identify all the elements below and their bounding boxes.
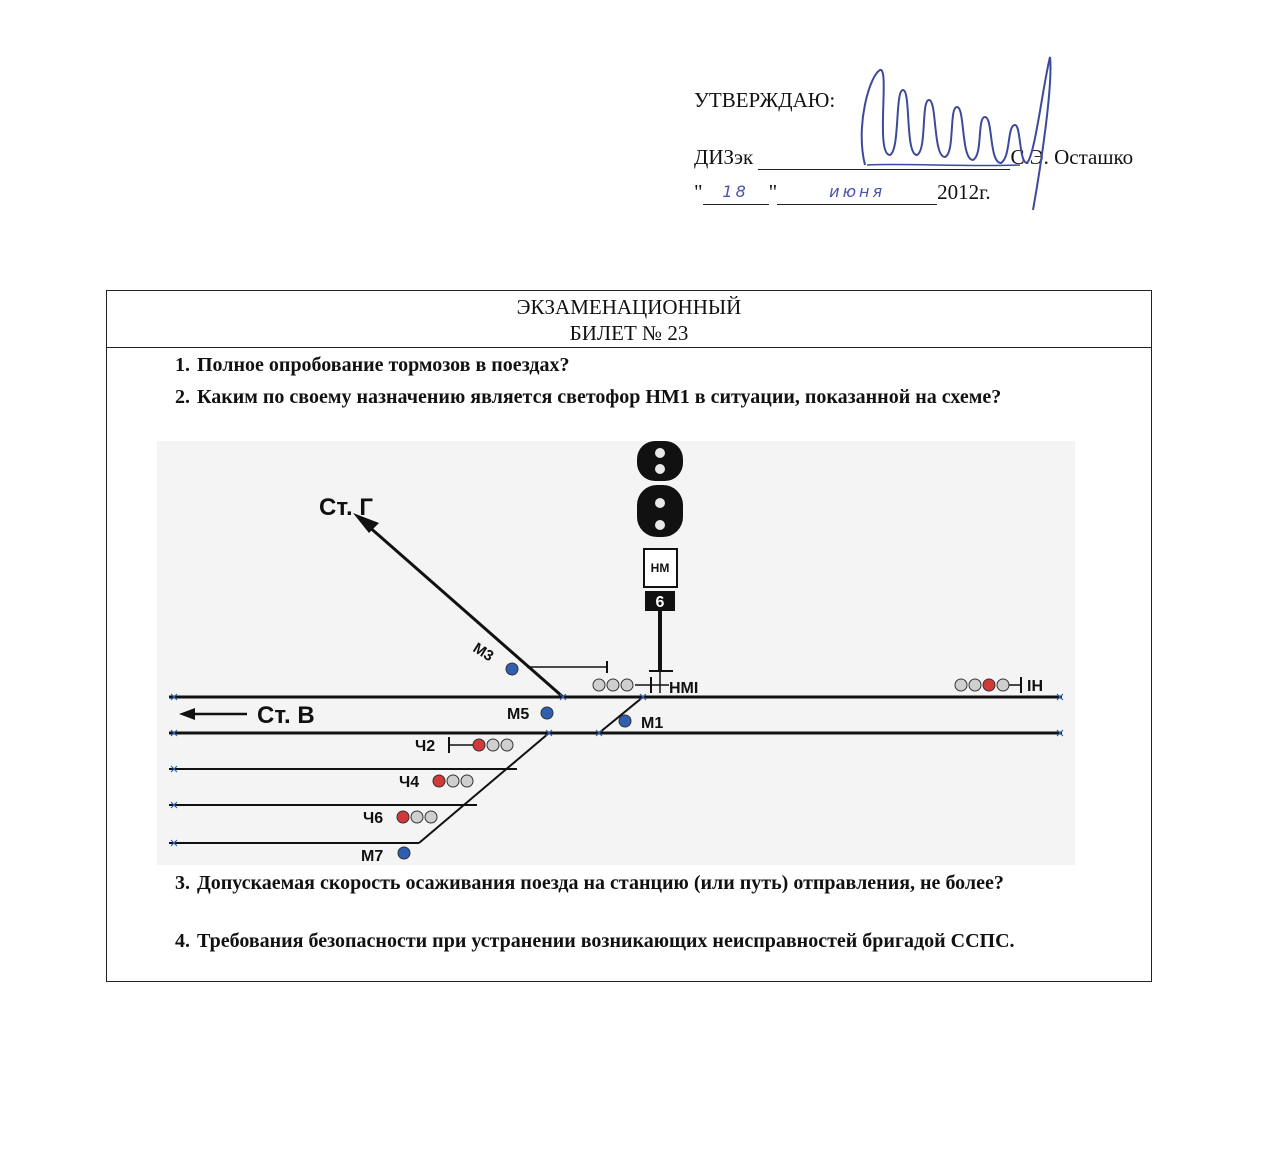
- signal-nm1-lenses: [592, 677, 652, 693]
- sign-number-label: 6: [656, 594, 665, 611]
- signal-nm1-label: НМI: [669, 680, 698, 697]
- question-4-number: 4.: [175, 930, 190, 952]
- signal-nm1-mast: [637, 441, 683, 693]
- signal-m7-label: М7: [361, 848, 383, 865]
- signal-m5-label: М5: [507, 706, 529, 723]
- m3-lens: [505, 662, 519, 676]
- signal-ch2-lenses: [448, 737, 514, 753]
- signal-in-label: IН: [1027, 678, 1043, 695]
- approval-position-line: ДИЗэк С.Э. Осташко: [694, 145, 1133, 170]
- signal-ch4-label: Ч4: [399, 774, 419, 791]
- signature-underline: [758, 147, 1011, 170]
- signal-ch2-label: Ч2: [415, 738, 435, 755]
- signal-ch6-lenses: [396, 810, 438, 824]
- ticket-title: ЭКЗАМЕНАЦИОННЫЙ: [516, 295, 742, 319]
- signal-in-lenses: [954, 677, 1022, 693]
- ticket-number: БИЛЕТ № 23: [569, 321, 689, 345]
- approval-position: ДИЗэк: [694, 145, 754, 169]
- question-1-text: Полное опробование тормозов в поездах?: [197, 354, 570, 376]
- question-2-number: 2.: [175, 386, 190, 408]
- m1-lens: [618, 714, 632, 728]
- sign-top-label: НМ: [651, 561, 670, 575]
- question-3-number: 3.: [175, 872, 190, 894]
- station-v-label: Ст. В: [257, 702, 315, 729]
- m5-lens: [540, 706, 554, 720]
- signal-m3-label: М3: [470, 640, 497, 665]
- track-scheme: НМ 6: [157, 441, 1075, 865]
- insulating-joints: [170, 693, 1064, 847]
- signal-ch6-label: Ч6: [363, 810, 383, 827]
- signal-m1-label: М1: [641, 715, 663, 732]
- branch-arrow-head: [353, 513, 379, 533]
- fan-diagonal: [418, 732, 550, 844]
- exam-ticket: ЭКЗАМЕНАЦИОННЫЙ БИЛЕТ № 23 1. Полное опр…: [106, 290, 1152, 982]
- question-2-text: Каким по своему назначению является свет…: [197, 386, 1002, 408]
- station-g-label: Ст. Г: [319, 494, 373, 521]
- handwritten-signature: [860, 56, 1052, 211]
- question-4-text: Требования безопасности при устранении в…: [197, 930, 1015, 952]
- track-scheme-drawing: НМ 6: [169, 441, 1064, 865]
- approval-day: 18: [702, 182, 769, 205]
- m7-lens: [397, 846, 411, 860]
- approval-year: 2012г.: [937, 180, 991, 204]
- approval-month: июня: [777, 182, 938, 205]
- arrow-v-head: [179, 708, 195, 720]
- branch-line: [366, 523, 564, 699]
- approve-label: УТВЕРЖДАЮ:: [694, 88, 836, 112]
- shunting-signal-lenses: [397, 662, 632, 860]
- crossover: [598, 696, 644, 734]
- question-1-number: 1.: [175, 354, 190, 376]
- signal-ch4-lenses: [432, 774, 474, 788]
- ticket-header: ЭКЗАМЕНАЦИОННЫЙ БИЛЕТ № 23: [107, 291, 1151, 348]
- question-3-text: Допускаемая скорость осаживания поезда н…: [197, 872, 1004, 894]
